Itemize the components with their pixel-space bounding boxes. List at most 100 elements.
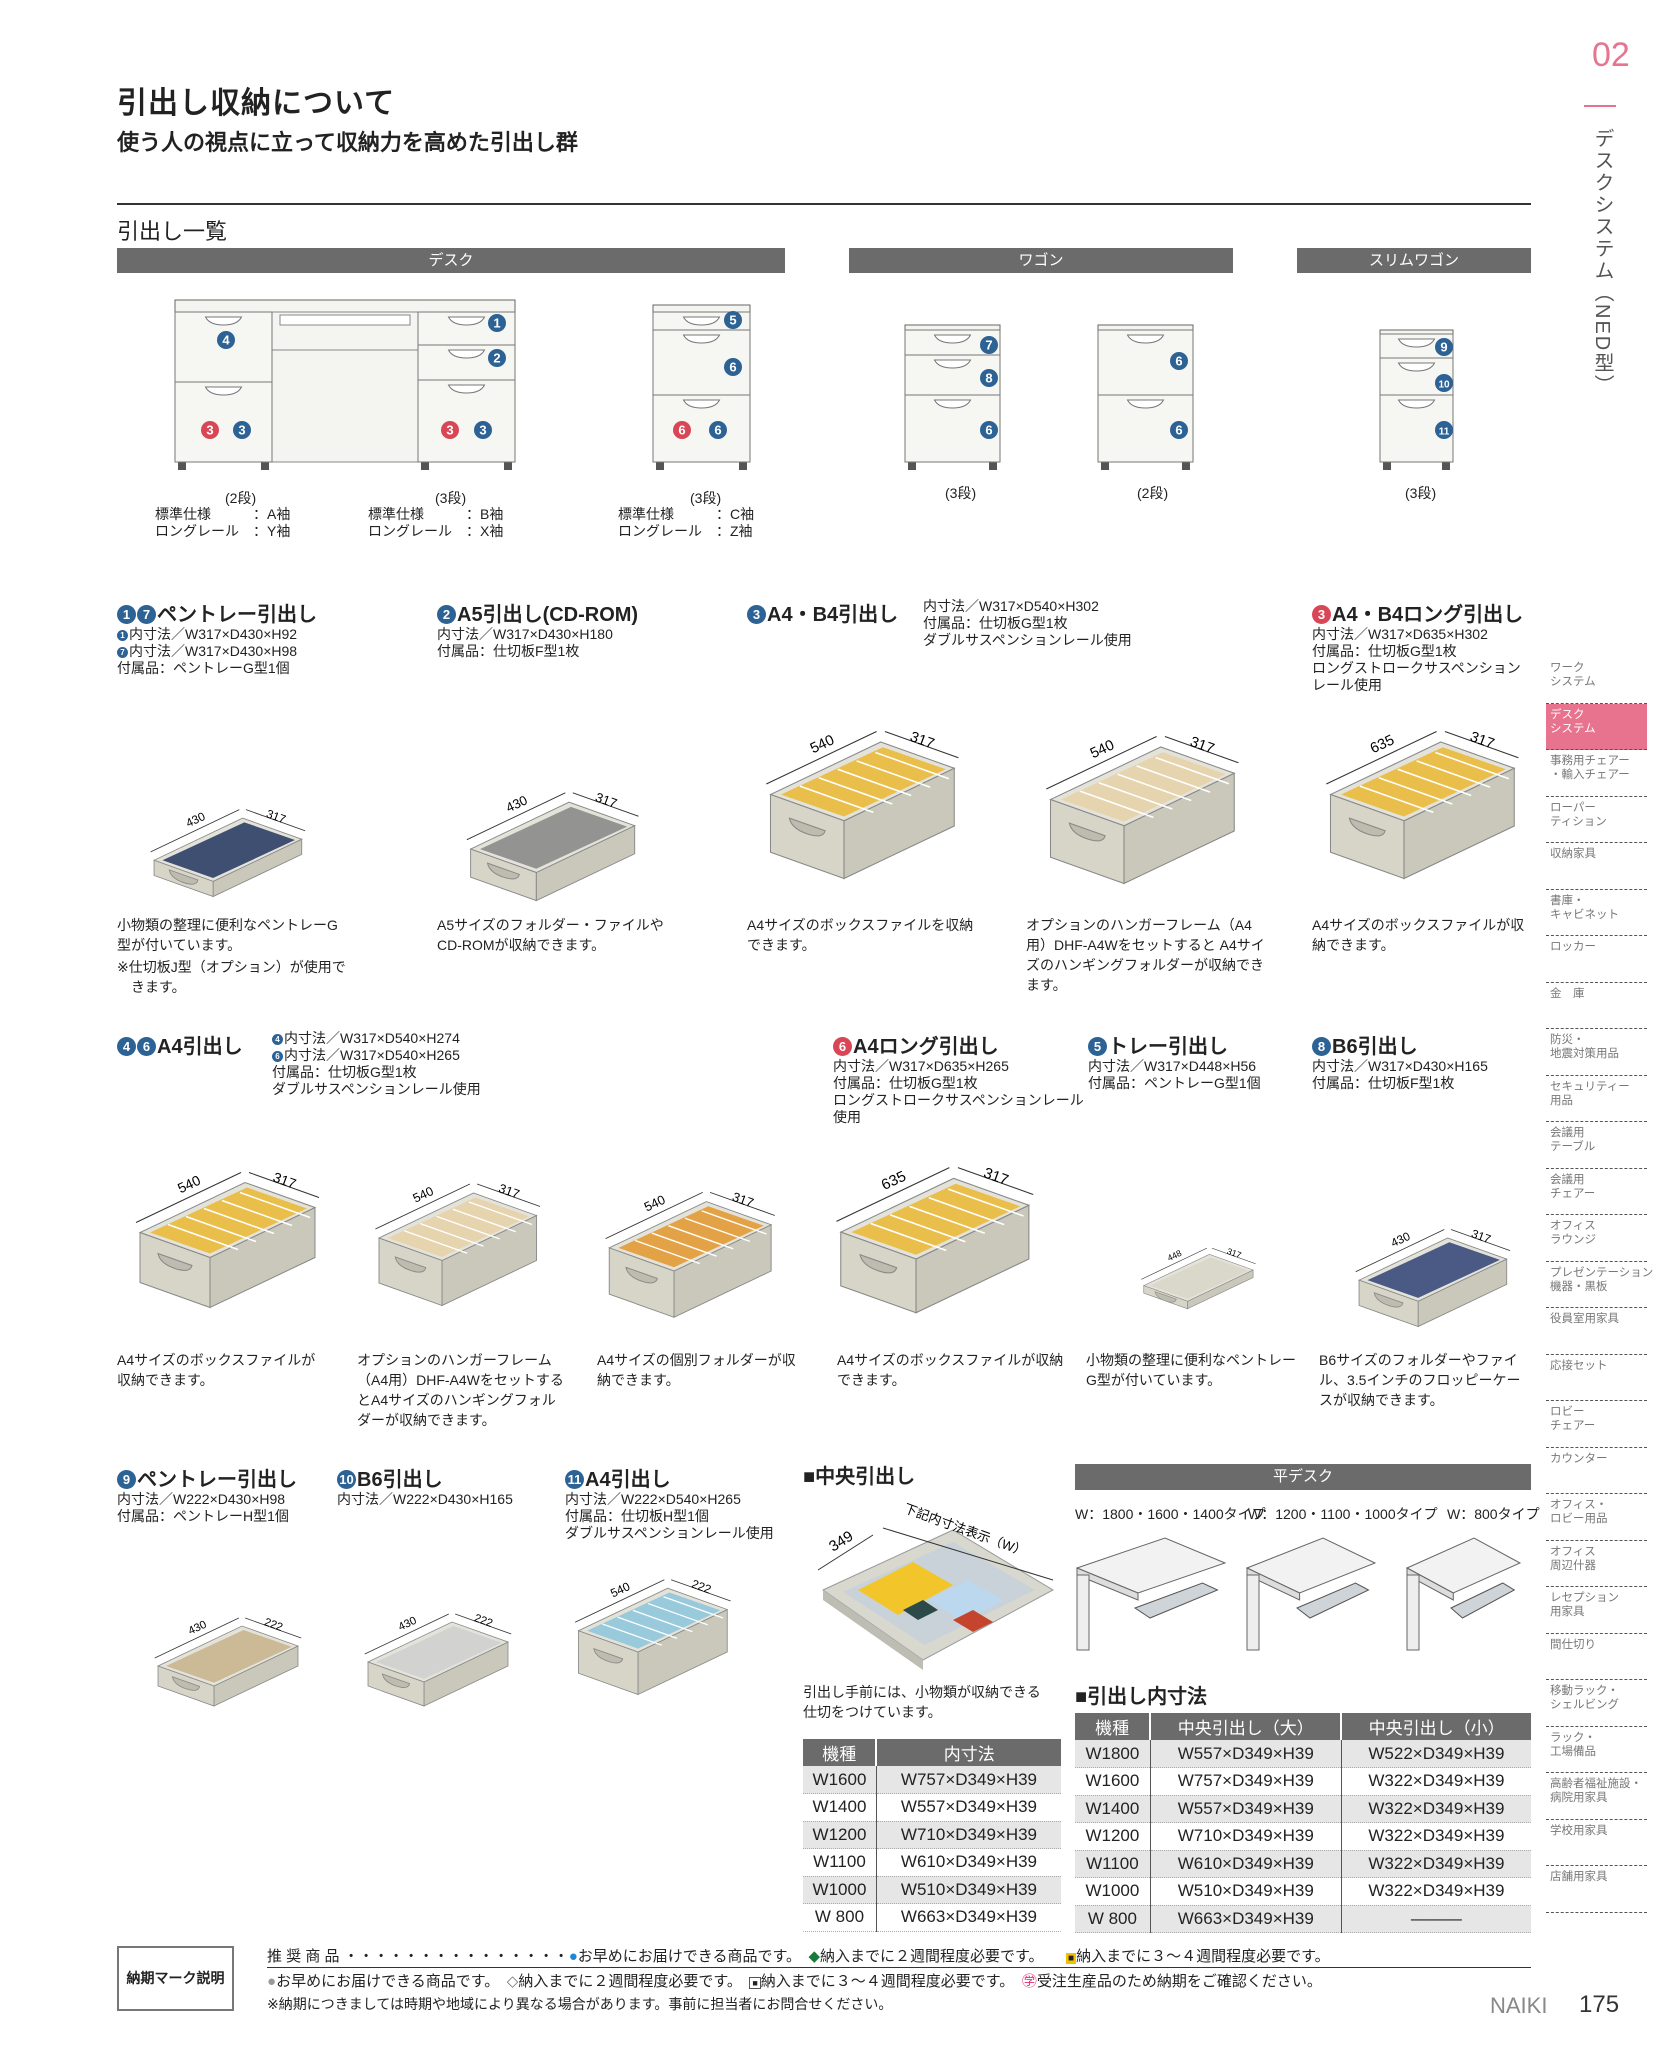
sidebar-item[interactable]: 会議用 テーブル xyxy=(1546,1122,1647,1169)
center-drawer-image: 349 下記内寸法表示（W） xyxy=(817,1501,1055,1670)
dim-width: 317 xyxy=(497,1181,522,1201)
number-badge: 4 xyxy=(117,1037,136,1056)
category-bar-wagon: ワゴン xyxy=(849,248,1233,273)
table-cell: W322×D349×H39 xyxy=(1341,1795,1531,1823)
spec-text: 付属品：仕切板G型1枚 xyxy=(833,1075,978,1091)
sidebar-item[interactable]: 間仕切り xyxy=(1546,1634,1647,1680)
table-cell: W522×D349×H39 xyxy=(1341,1740,1531,1768)
sidebar-item[interactable]: オフィス・ ロビー用品 xyxy=(1546,1494,1647,1541)
spec-text: 付属品：仕切板H型1個 xyxy=(565,1508,709,1524)
sidebar-item[interactable]: プレゼンテーション 機器・黒板 xyxy=(1546,1262,1653,1308)
flat-desk-icon xyxy=(1075,1537,1227,1651)
svg-text:10: 10 xyxy=(1438,380,1450,391)
table-cell: W1600 xyxy=(803,1766,877,1794)
page-subtitle: 使う人の視点に立って収納力を高めた引出し群 xyxy=(117,130,578,155)
spec-text: 内寸法／W317×D635×H302 xyxy=(1312,626,1488,642)
spec-text: ダブルサスペンションレール使用 xyxy=(565,1525,774,1541)
dim-depth: 349 xyxy=(826,1528,856,1556)
spec-line: 付属品：仕切板G型1枚 xyxy=(1312,643,1521,660)
sidebar-item[interactable]: 応接セット xyxy=(1546,1355,1647,1401)
table-cell: W510×D349×H39 xyxy=(1150,1877,1342,1906)
table-cell: W710×D349×H39 xyxy=(876,1821,1061,1849)
spec-line: レール使用 xyxy=(1312,677,1521,694)
svg-text:8: 8 xyxy=(985,371,992,386)
spec-line: 内寸法／W317×D540×H302 xyxy=(923,598,1132,615)
spec-line: ダブルサスペンションレール使用 xyxy=(272,1081,481,1098)
number-badge: 7 xyxy=(980,336,998,354)
sidebar-item[interactable]: デスク システム xyxy=(1546,703,1647,750)
legend-recommended: 推 奨 商 品 ・・・・・・・・・・・・・・・ xyxy=(267,1948,569,1965)
spec-text: 内寸法／W222×D430×H165 xyxy=(337,1491,513,1507)
drawer-front xyxy=(174,311,273,383)
number-badge: 9 xyxy=(117,1470,136,1489)
svg-text:4: 4 xyxy=(222,333,230,348)
spec-line: 付属品：ペントレーH型1個 xyxy=(117,1508,289,1525)
spec-text: 内寸法／W222×D430×H98 xyxy=(117,1491,286,1507)
sidebar-item[interactable]: 書庫・ キャビネット xyxy=(1546,890,1647,936)
gray-circle-icon: ● xyxy=(267,1973,277,1990)
spec-text: 内寸法／W317×D540×H302 xyxy=(923,598,1099,614)
sidebar-item[interactable]: ラック・ 工場備品 xyxy=(1546,1727,1647,1773)
inner-dimensions-title: ■引出し内寸法 xyxy=(1075,1686,1208,1708)
sidebar-item[interactable]: 事務用チェアー ・輸入チェアー xyxy=(1546,750,1647,797)
svg-text:7: 7 xyxy=(985,338,992,353)
center-drawer-title: ■中央引出し xyxy=(803,1466,916,1488)
sidebar-item[interactable]: 移動ラック・ シェルビング xyxy=(1546,1680,1647,1727)
dim-depth: 540 xyxy=(608,1579,632,1600)
table-cell: ――― xyxy=(1341,1905,1531,1933)
unit-tier-label: (3段) xyxy=(1405,485,1437,501)
sidebar-item[interactable]: 会議用 チェアー xyxy=(1546,1169,1647,1215)
square-mark-icon: ■ xyxy=(749,1977,761,1989)
sidebar-item[interactable]: レセプション 用家具 xyxy=(1546,1587,1647,1634)
sidebar-item[interactable]: 店舗用家具 xyxy=(1546,1866,1647,1913)
sidebar-item[interactable]: 防災・ 地震対策用品 xyxy=(1546,1029,1647,1076)
sidebar-item[interactable]: オフィス ラウンジ xyxy=(1546,1215,1647,1262)
sidebar-item[interactable]: 収納家具 xyxy=(1546,843,1647,890)
table-cell: W510×D349×H39 xyxy=(876,1876,1061,1904)
sidebar-item[interactable]: ワーク システム xyxy=(1546,657,1647,704)
sidebar-item[interactable]: セキュリティー 用品 xyxy=(1546,1076,1647,1122)
svg-text:2: 2 xyxy=(493,351,500,366)
sidebar-item[interactable]: 金 庫 xyxy=(1546,983,1647,1029)
sidebar-item[interactable]: オフィス 周辺什器 xyxy=(1546,1541,1647,1587)
table-cell: W322×D349×H39 xyxy=(1341,1877,1531,1906)
dim-depth: 430 xyxy=(397,1615,419,1634)
sidebar-item[interactable]: カウンター xyxy=(1546,1448,1647,1494)
spec-text: 内寸法／W317×D448×H56 xyxy=(1088,1058,1257,1074)
sidebar-item[interactable]: 学校用家具 xyxy=(1546,1820,1647,1866)
drawer-front xyxy=(417,379,516,463)
spec-line: 使用 xyxy=(833,1109,1084,1126)
sidebar-item[interactable]: 高齢者福祉施設・ 病院用家具 xyxy=(1546,1773,1647,1820)
sidebar-item[interactable]: ロッカー xyxy=(1546,936,1647,983)
number-badge: 1 xyxy=(488,314,506,332)
sidebar-item[interactable]: ローパー ティション xyxy=(1546,797,1647,843)
sidebar-item[interactable]: ロビー チェアー xyxy=(1546,1401,1647,1448)
unit-spec: 標準仕様 ：A袖 ロングレール ：Y袖 xyxy=(155,506,291,539)
table-cell: W1100 xyxy=(803,1848,877,1877)
diamond-outline-icon: ◇ xyxy=(506,1973,519,1990)
spec-line: ロングストロークサスペンションレール xyxy=(833,1092,1084,1109)
number-badge: 7 xyxy=(117,647,128,658)
drawer-description: A4サイズの個別フォルダーが収納できます。 xyxy=(597,1352,796,1388)
flat-desk-type-3: W：800タイプ xyxy=(1447,1506,1540,1522)
table-cell: W1400 xyxy=(803,1793,877,1822)
number-badge: 1 xyxy=(117,605,136,624)
table-cell: W663×D349×H39 xyxy=(876,1903,1061,1932)
spec-text: ロングストロークサスペンション xyxy=(1312,660,1521,676)
drawer-title: A4ロング引出し xyxy=(853,1036,999,1058)
dim-depth: 430 xyxy=(184,809,208,830)
unit-spec: 標準仕様 ：C袖 ロングレール ：Z袖 xyxy=(618,506,755,539)
sidebar-item[interactable]: 役員室用家具 xyxy=(1546,1308,1647,1355)
svg-text:3: 3 xyxy=(206,423,213,438)
